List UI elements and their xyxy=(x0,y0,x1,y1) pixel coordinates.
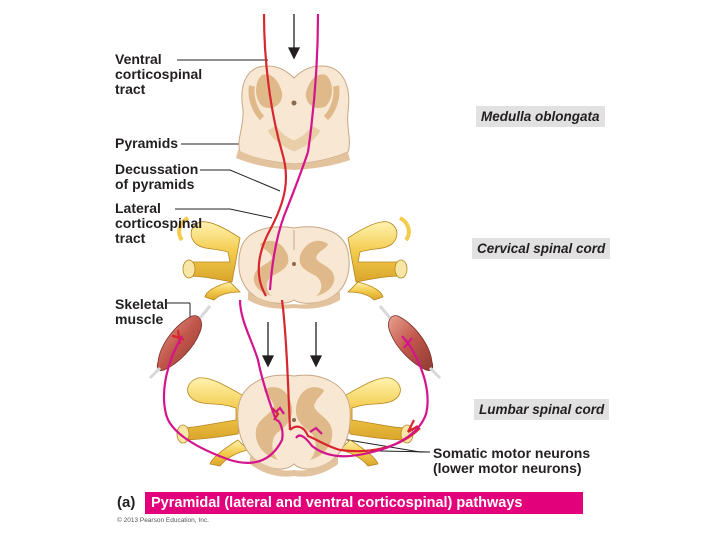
label-decussation-of-pyramids: Decussation of pyramids xyxy=(115,161,199,192)
region-label-cervical-spinal-cord: Cervical spinal cord xyxy=(472,238,611,259)
label-skeletal-muscle: Skeletal muscle xyxy=(115,296,168,327)
label-pyramids: Pyramids xyxy=(115,135,179,151)
region-label-lumbar-spinal-cord: Lumbar spinal cord xyxy=(474,399,610,420)
caption-title: Pyramidal (lateral and ventral corticosp… xyxy=(145,492,583,514)
copyright-notice: © 2013 Pearson Education, Inc. xyxy=(117,517,209,524)
label-ventral-corticospinal-tract: Ventral corticospinal tract xyxy=(115,51,203,97)
leader-lines xyxy=(167,59,431,453)
cervical-spinal-cord xyxy=(177,216,411,309)
ventral-corticospinal-pathway xyxy=(162,13,429,464)
label-lateral-corticospinal-tract: Lateral corticospinal tract xyxy=(115,200,203,246)
descending-arrows xyxy=(261,14,323,368)
medulla-oblongata xyxy=(236,65,350,170)
label-somatic-motor-neurons: Somatic motor neurons (lower motor neuro… xyxy=(433,445,591,476)
skeletal-muscle-right xyxy=(378,305,442,380)
region-label-medulla-oblongata: Medulla oblongata xyxy=(476,106,605,127)
caption-letter: (a) xyxy=(117,494,136,511)
